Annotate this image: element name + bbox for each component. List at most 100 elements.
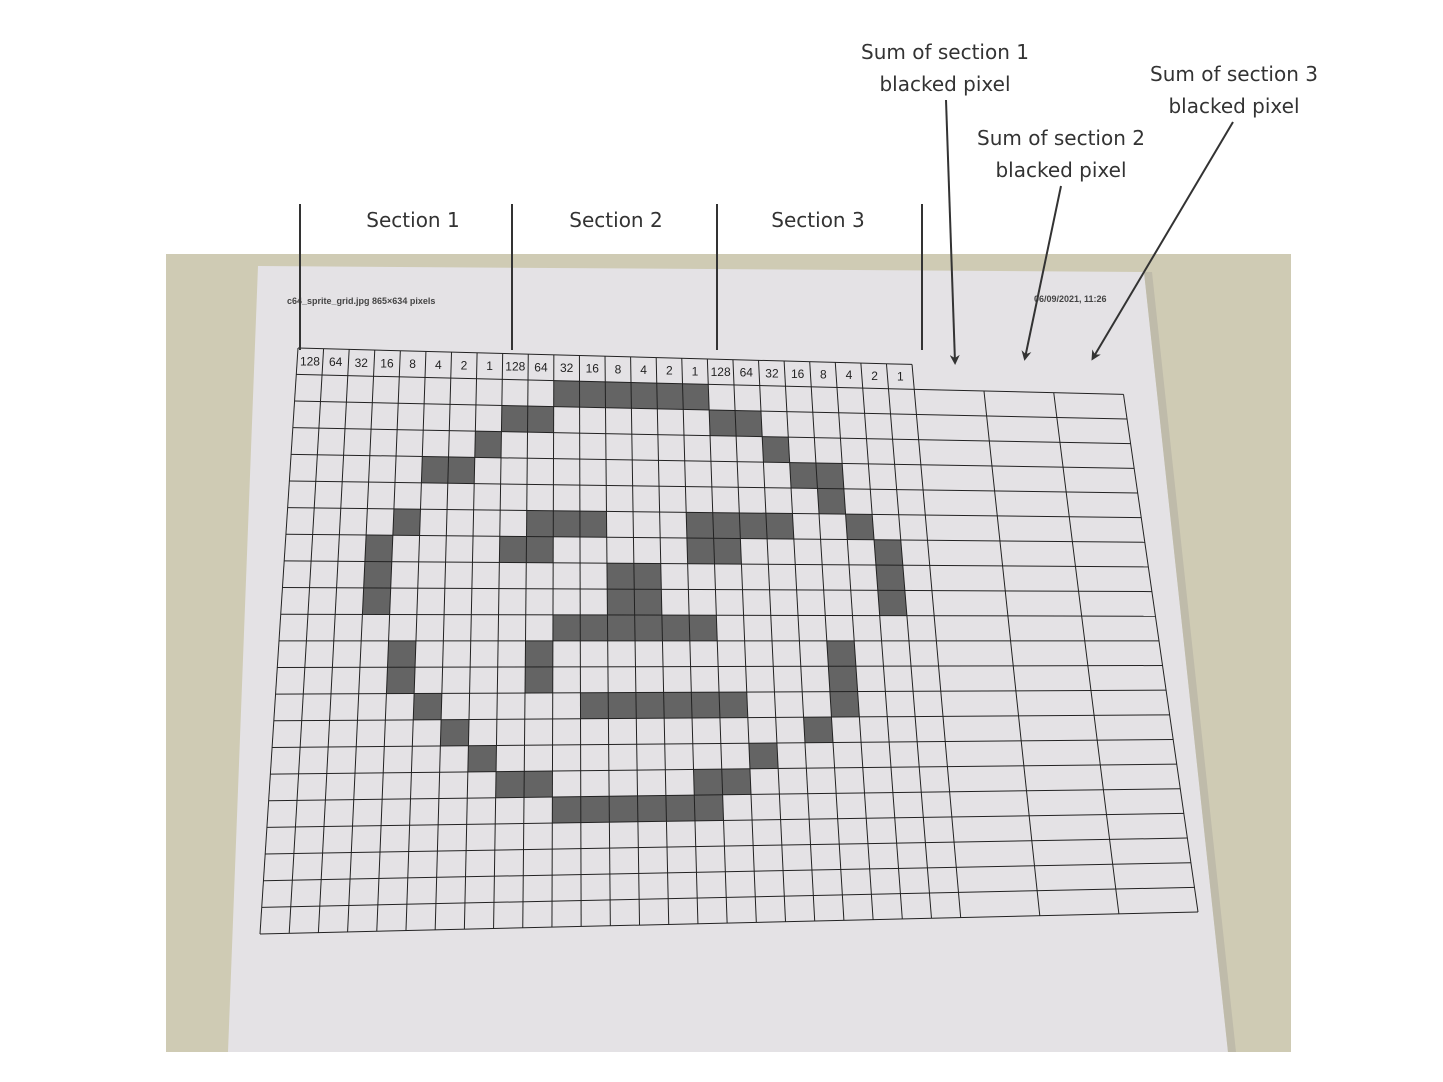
filled-pixel (605, 381, 632, 409)
annotation-line: blacked pixel (995, 158, 1127, 182)
filled-pixel (682, 383, 710, 410)
grid-row-line (273, 714, 1170, 722)
filled-pixel (735, 410, 763, 437)
filled-pixel (877, 590, 907, 616)
filled-pixel (364, 535, 393, 562)
filled-pixel (829, 691, 860, 718)
grid-row-line (294, 400, 1128, 420)
filled-pixel (721, 768, 752, 795)
filled-pixel (608, 692, 637, 719)
filled-pixel (634, 589, 662, 616)
filled-pixel (686, 512, 714, 539)
filled-pixel (501, 405, 528, 433)
grid-column-line (983, 390, 1041, 916)
filled-pixel (580, 692, 609, 719)
bit-weight-label: 8 (615, 362, 622, 376)
grid-row-line (270, 763, 1177, 775)
filled-pixel (552, 796, 581, 824)
bit-weight-label: 2 (666, 364, 673, 378)
bit-weight-label: 2 (461, 358, 468, 372)
filled-pixel (874, 539, 903, 566)
filled-pixel (719, 692, 748, 718)
filled-pixel (739, 512, 768, 539)
bit-weight-label: 8 (409, 357, 416, 371)
annotation-line: blacked pixel (879, 72, 1011, 96)
filled-pixel (579, 511, 607, 538)
filled-pixel (580, 614, 608, 641)
grid-row-line (265, 837, 1188, 855)
grid-row-line (285, 533, 1145, 543)
filled-pixel (826, 640, 856, 667)
grid-row-line (297, 347, 913, 365)
grid-row-line (280, 613, 1156, 617)
bit-weight-label: 1 (486, 359, 493, 373)
filled-pixel (363, 561, 392, 589)
filled-pixel (392, 508, 421, 536)
grid-row-line (268, 788, 1181, 802)
timestamp-text: 06/09/2021, 11:26 (1034, 294, 1107, 304)
filled-pixel (579, 381, 606, 408)
filled-pixel (875, 565, 905, 591)
filled-pixel (693, 769, 723, 796)
grid-row-line (259, 911, 1199, 935)
filled-pixel (762, 436, 790, 463)
filled-pixel (553, 380, 580, 408)
grid-row-line (296, 373, 1124, 395)
filled-pixel (661, 615, 690, 641)
filled-pixel (606, 563, 635, 590)
section-2-label: Section 2 (569, 208, 663, 232)
filled-pixel (386, 667, 416, 694)
paper-shadow (1144, 272, 1236, 1052)
filled-pixel (656, 383, 684, 410)
grid-row-line (272, 738, 1174, 748)
bit-weight-label: 64 (329, 355, 343, 369)
filled-pixel (467, 745, 497, 772)
filled-pixel (712, 512, 741, 539)
filled-pixel (817, 488, 846, 515)
filled-pixel (495, 771, 525, 798)
filled-pixel (663, 692, 693, 719)
filled-pixel (709, 409, 737, 437)
grid-row-line (284, 560, 1149, 568)
filled-pixel (474, 431, 502, 458)
filled-pixel (524, 770, 553, 798)
filled-pixel (526, 536, 554, 563)
filled-pixel (689, 615, 718, 641)
filled-pixel (440, 719, 469, 746)
filled-pixel (525, 640, 553, 667)
grid-row-line (263, 862, 1191, 882)
sum-section-2-annotation: Sum of section 2 blacked pixel (956, 122, 1166, 186)
filled-pixel (607, 614, 636, 641)
bit-weight-label: 128 (505, 360, 525, 374)
bit-weight-label: 16 (791, 367, 805, 381)
filled-pixel (748, 742, 779, 769)
filled-pixel (553, 510, 580, 538)
grid-row-line (292, 427, 1131, 445)
filled-pixel (713, 538, 742, 565)
bit-weight-label: 8 (820, 368, 827, 382)
filled-pixel (552, 614, 581, 641)
bit-weight-label: 16 (380, 356, 394, 370)
filled-pixel (691, 692, 720, 719)
grid-row-line (289, 480, 1138, 494)
filled-pixel (527, 406, 554, 433)
filled-pixel (635, 692, 665, 719)
annotation-line: Sum of section 1 (861, 40, 1029, 64)
filled-pixel (607, 589, 635, 616)
filled-pixel (631, 382, 658, 409)
filled-pixel (421, 456, 449, 484)
bit-weight-label: 32 (355, 356, 369, 370)
filled-pixel (845, 514, 875, 540)
grid-row-line (287, 507, 1142, 519)
bit-weight-label: 64 (534, 360, 548, 374)
paper (228, 266, 1228, 1052)
bit-weight-label: 2 (871, 369, 878, 383)
bit-weight-label: 128 (711, 365, 731, 379)
grid-row-line (266, 812, 1184, 828)
grid-row-line (282, 587, 1152, 593)
filled-pixel (499, 536, 527, 563)
annotation-line: Sum of section 3 (1150, 62, 1318, 86)
sum-section-1-annotation: Sum of section 1 blacked pixel (840, 36, 1050, 100)
filename-text: c64_sprite_grid.jpg 865×634 pixels (287, 296, 436, 306)
